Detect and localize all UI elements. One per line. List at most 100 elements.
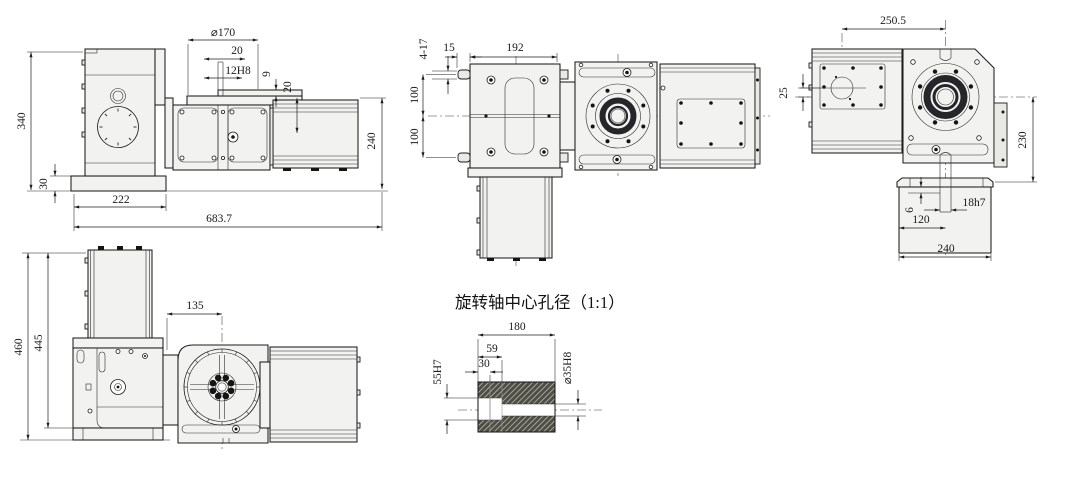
output-shaft <box>939 163 952 213</box>
neck <box>164 97 174 169</box>
face-plate-ticks <box>184 349 260 425</box>
lug-top-right <box>559 69 569 80</box>
dim-4-17: 4-17 <box>418 38 430 59</box>
dim-15: 15 <box>443 42 455 54</box>
shaft-end-circle <box>110 88 126 104</box>
dim-100-upper: 100 <box>409 86 421 104</box>
lug-bottom-left <box>457 152 471 163</box>
vert-motor-stripes <box>90 250 150 338</box>
dim-135: 135 <box>186 300 204 312</box>
vert-motor-flange <box>72 337 164 349</box>
front-panel-bolts <box>822 66 883 107</box>
dim-9: 9 <box>261 71 273 77</box>
top-motor-stripes <box>660 67 755 165</box>
face-view-dimensions: 460 445 135 <box>13 252 222 440</box>
top-view: 4-17 15 192 100 100 <box>409 38 770 266</box>
table-motor-stripes <box>270 350 357 439</box>
bore-detail: 旋转轴中心孔径（1:1） 180 59 30 55H7 <box>432 293 625 434</box>
bolt-circle-ticks <box>99 108 137 146</box>
dim-18h7: 18h7 <box>963 197 986 209</box>
gearbox-body <box>172 104 271 171</box>
dim-59: 59 <box>486 343 498 355</box>
table-motor <box>269 346 358 443</box>
dim-445: 445 <box>33 334 45 352</box>
motor-stripes <box>273 103 358 165</box>
front-body <box>902 48 995 164</box>
table-body <box>177 344 269 444</box>
table-motor-neck <box>259 361 271 429</box>
dim-20-step: 20 <box>282 81 294 93</box>
gearbox-slot-left <box>76 349 85 364</box>
dim-222: 222 <box>112 194 130 206</box>
top-notch <box>939 49 952 61</box>
dim-20-slot: 20 <box>231 45 243 57</box>
bore-dimensions: 180 59 30 55H7 ⌀35H8 <box>432 321 586 434</box>
chuck-bolts <box>209 374 235 400</box>
hang-motor-flange <box>467 167 563 178</box>
face-plate <box>183 348 261 426</box>
table-neck <box>162 354 179 426</box>
flange-corner-holes <box>486 75 549 157</box>
side-view-dimensions: 340 30 222 683.7 ⌀170 20 12H8 9 20 <box>16 27 386 231</box>
bore-35 <box>502 404 555 416</box>
top-motor <box>659 63 756 169</box>
flange-pocket <box>504 77 535 155</box>
hang-motor-body <box>479 176 553 259</box>
dim-30: 30 <box>38 178 50 190</box>
top-body <box>574 61 658 171</box>
bore-detail-title: 旋转轴中心孔径（1:1） <box>455 293 625 312</box>
top-slot <box>578 67 656 78</box>
dim-192: 192 <box>506 42 524 54</box>
base-body <box>898 186 992 254</box>
dim-6: 6 <box>904 207 916 213</box>
cover-screws <box>179 109 266 161</box>
top-motor-panel <box>676 98 746 149</box>
dim-35H8: ⌀35H8 <box>562 352 574 385</box>
lug-bottom-right <box>559 152 569 163</box>
head-body <box>84 48 156 177</box>
rear-block <box>993 102 1008 168</box>
dim-240-base: 240 <box>937 243 955 255</box>
base-plate <box>70 175 167 192</box>
front-motor-stripes <box>812 52 902 150</box>
face-view: 460 445 135 <box>13 246 361 450</box>
dim-683-7: 683.7 <box>206 213 232 225</box>
front-bearing <box>911 63 980 131</box>
dim-dia170: ⌀170 <box>211 27 235 39</box>
dim-460: 460 <box>13 338 25 356</box>
head-step <box>154 48 166 106</box>
bottom-slot <box>578 154 656 165</box>
dim-55H7: 55H7 <box>432 359 444 385</box>
gearbox-slot-inner <box>98 351 106 373</box>
dim-120: 120 <box>912 214 930 226</box>
bottom-notch <box>939 152 952 163</box>
side-view: 340 30 222 683.7 ⌀170 20 12H8 9 20 <box>16 27 388 231</box>
dim-230: 230 <box>1017 131 1029 149</box>
front-view: 250.5 25 230 6 18h7 120 240 <box>778 15 1037 261</box>
dim-250-5: 250.5 <box>880 15 906 27</box>
hang-motor-stripes <box>482 177 550 258</box>
front-motor <box>811 48 903 154</box>
base-flange <box>896 177 994 188</box>
face-base <box>72 427 164 441</box>
top-neck <box>559 81 576 151</box>
dim-25: 25 <box>778 87 790 99</box>
front-view-dimensions: 250.5 25 230 6 18h7 120 240 <box>778 15 1037 261</box>
front-motor-panel <box>819 63 886 110</box>
dim-30-bore: 30 <box>478 358 490 370</box>
bolt-circle <box>97 106 139 148</box>
panel-bolts <box>679 101 743 146</box>
lug-top-left <box>457 69 471 80</box>
dim-340: 340 <box>16 112 28 130</box>
top-bearing <box>585 83 651 149</box>
top-view-dimensions: 4-17 15 192 100 100 <box>409 38 558 158</box>
dim-180: 180 <box>508 321 526 333</box>
front-bottom-slot <box>906 143 989 156</box>
dim-12H8: 12H8 <box>225 65 251 77</box>
table-bottom-slot <box>181 424 261 434</box>
dim-240: 240 <box>366 132 378 150</box>
side-motor <box>272 99 359 169</box>
dim-100-lower: 100 <box>409 128 421 146</box>
